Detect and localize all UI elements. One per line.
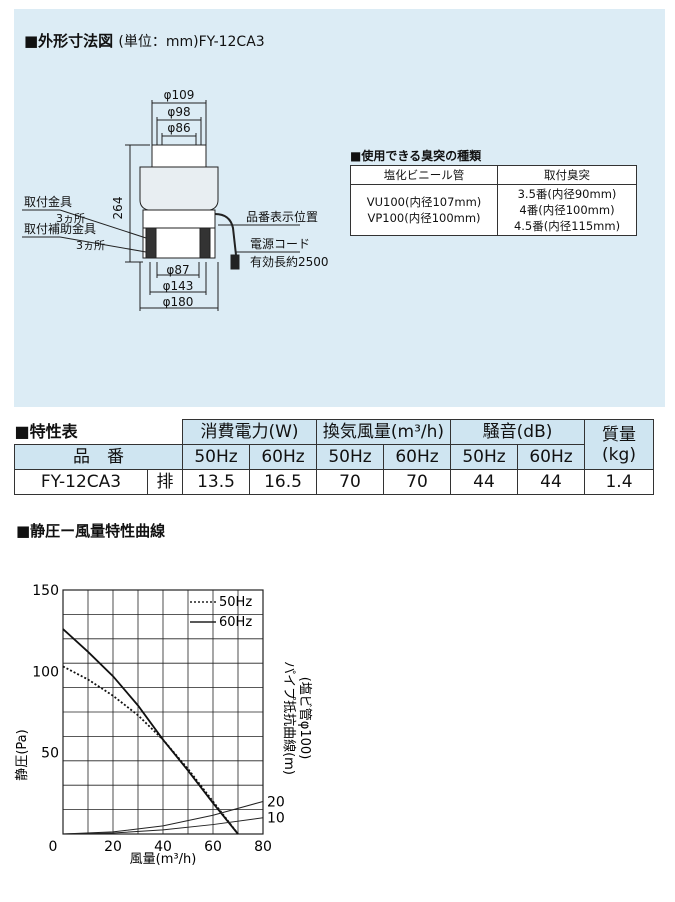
value-cell: 70 [383, 469, 451, 495]
pvc-cell: VU100(内径107mm) VP100(内径100mm) [350, 184, 498, 236]
chim-item: 4番(内径100mm) [519, 203, 615, 217]
y-tick-label: 100 [32, 664, 59, 680]
hz-cell: 60Hz [383, 444, 451, 470]
x-tick-label: 80 [254, 839, 272, 855]
legend: 50Hz 60Hz [190, 595, 252, 630]
spec-table: ■特性表 消費電力(W) 換気風量(m³/h) 騒音(dB) 質量 (kg) 品… [14, 419, 654, 495]
chim-item: 4.5番(内径115mm) [513, 219, 621, 233]
pipe-curve-label: パイプ抵抗曲線(m) [281, 661, 297, 775]
value-cell: 1.4 [584, 469, 654, 495]
outline-unit: (単位：mm)FY-12CA3 [118, 34, 265, 50]
pipe-curve-label-10: 10 [267, 811, 285, 827]
type-cell: 排 [147, 469, 183, 495]
dim-top-1: φ109 [164, 88, 195, 102]
value-cell: 44 [450, 469, 518, 495]
chim-header: 取付臭突 [497, 165, 637, 185]
x-tick-label: 60 [204, 839, 222, 855]
chimney-title: ■使用できる臭突の種類 [350, 149, 482, 163]
pipe-curve-20 [62, 800, 264, 835]
hz-cell: 50Hz [182, 444, 250, 470]
pipe-curve-sublabel: (塩ビ管φ100) [297, 677, 312, 760]
x-tick-label: 0 [49, 839, 58, 855]
mount-count: 3ヵ所 [56, 212, 85, 225]
pvc-header: 塩化ビニール管 [350, 165, 498, 185]
value-cell: 13.5 [182, 469, 250, 495]
series-line-60hz [62, 628, 239, 835]
aux-count: 3ヵ所 [76, 239, 105, 252]
cord-length: 有効長約2500 [250, 254, 329, 269]
hz-cell: 60Hz [249, 444, 317, 470]
dim-top-2: φ98 [167, 105, 190, 119]
x-tick-label: 20 [104, 839, 122, 855]
y-axis-label: 静圧(Pa) [15, 729, 30, 780]
dim-height: 264 [111, 197, 125, 220]
mass-label: 質量 [602, 424, 636, 445]
x-tick-label: 40 [154, 839, 172, 855]
cord-label: 電源コード [250, 237, 310, 251]
pvc-item: VP100(内径100mm) [367, 211, 481, 225]
dim-bottom-2: φ143 [163, 279, 194, 293]
aux-label: 取付補助金具 [24, 221, 96, 236]
model-header: 品 番 [14, 444, 183, 470]
value-cell: 16.5 [249, 469, 317, 495]
value-cell: 44 [517, 469, 585, 495]
curve-title: ■静圧ー風量特性曲線 [16, 522, 166, 540]
hz-cell: 60Hz [517, 444, 585, 470]
mount-label: 取付金具 [24, 194, 72, 209]
pipe-curve-10 [62, 817, 264, 835]
outline-title: ■外形寸法図 (単位：mm)FY-12CA3 [24, 30, 265, 51]
y-tick-label: 150 [32, 583, 59, 599]
chim-cell: 3.5番(内径90mm) 4番(内径100mm) 4.5番(内径115mm) [497, 184, 637, 236]
spec-group-airflow: 換気風量(m³/h) [316, 419, 451, 445]
legend-60hz: 60Hz [219, 615, 252, 630]
pipe-curve-label-20: 20 [267, 794, 285, 810]
pvc-item: VU100(内径107mm) [366, 195, 482, 209]
y-tick-label: 50 [41, 746, 59, 762]
chart-ticks: 0 20 40 60 80 150 100 50 [32, 583, 272, 855]
outline-title-text: ■外形寸法図 [24, 32, 114, 50]
legend-50hz: 50Hz [219, 595, 252, 610]
x-axis-label: 風量(m³/h) [130, 852, 197, 867]
dim-bottom-3: φ180 [163, 295, 194, 309]
model-cell: FY-12CA3 [14, 469, 148, 495]
hz-cell: 50Hz [316, 444, 384, 470]
mass-unit: (kg) [602, 444, 636, 465]
dim-bottom-1: φ87 [166, 263, 189, 277]
spec-group-noise: 騒音(dB) [450, 419, 585, 445]
spec-title: ■特性表 [14, 421, 78, 441]
spec-group-power: 消費電力(W) [182, 419, 317, 445]
part-no-label: 品番表示位置 [246, 209, 318, 224]
chim-item: 3.5番(内径90mm) [517, 187, 617, 201]
series-line-50hz [62, 665, 239, 835]
value-cell: 70 [316, 469, 384, 495]
dimension-drawing: φ109 φ98 φ86 φ87 φ143 φ180 264 取付金具 3ヵ所 … [22, 88, 329, 311]
hz-cell: 50Hz [450, 444, 518, 470]
dim-top-3: φ86 [167, 121, 190, 135]
chart-grid [62, 589, 264, 835]
chimney-table: 塩化ビニール管 取付臭突 VU100(内径107mm) VP100(内径100m… [350, 165, 637, 236]
spec-mass-header: 質量 (kg) [584, 419, 654, 470]
